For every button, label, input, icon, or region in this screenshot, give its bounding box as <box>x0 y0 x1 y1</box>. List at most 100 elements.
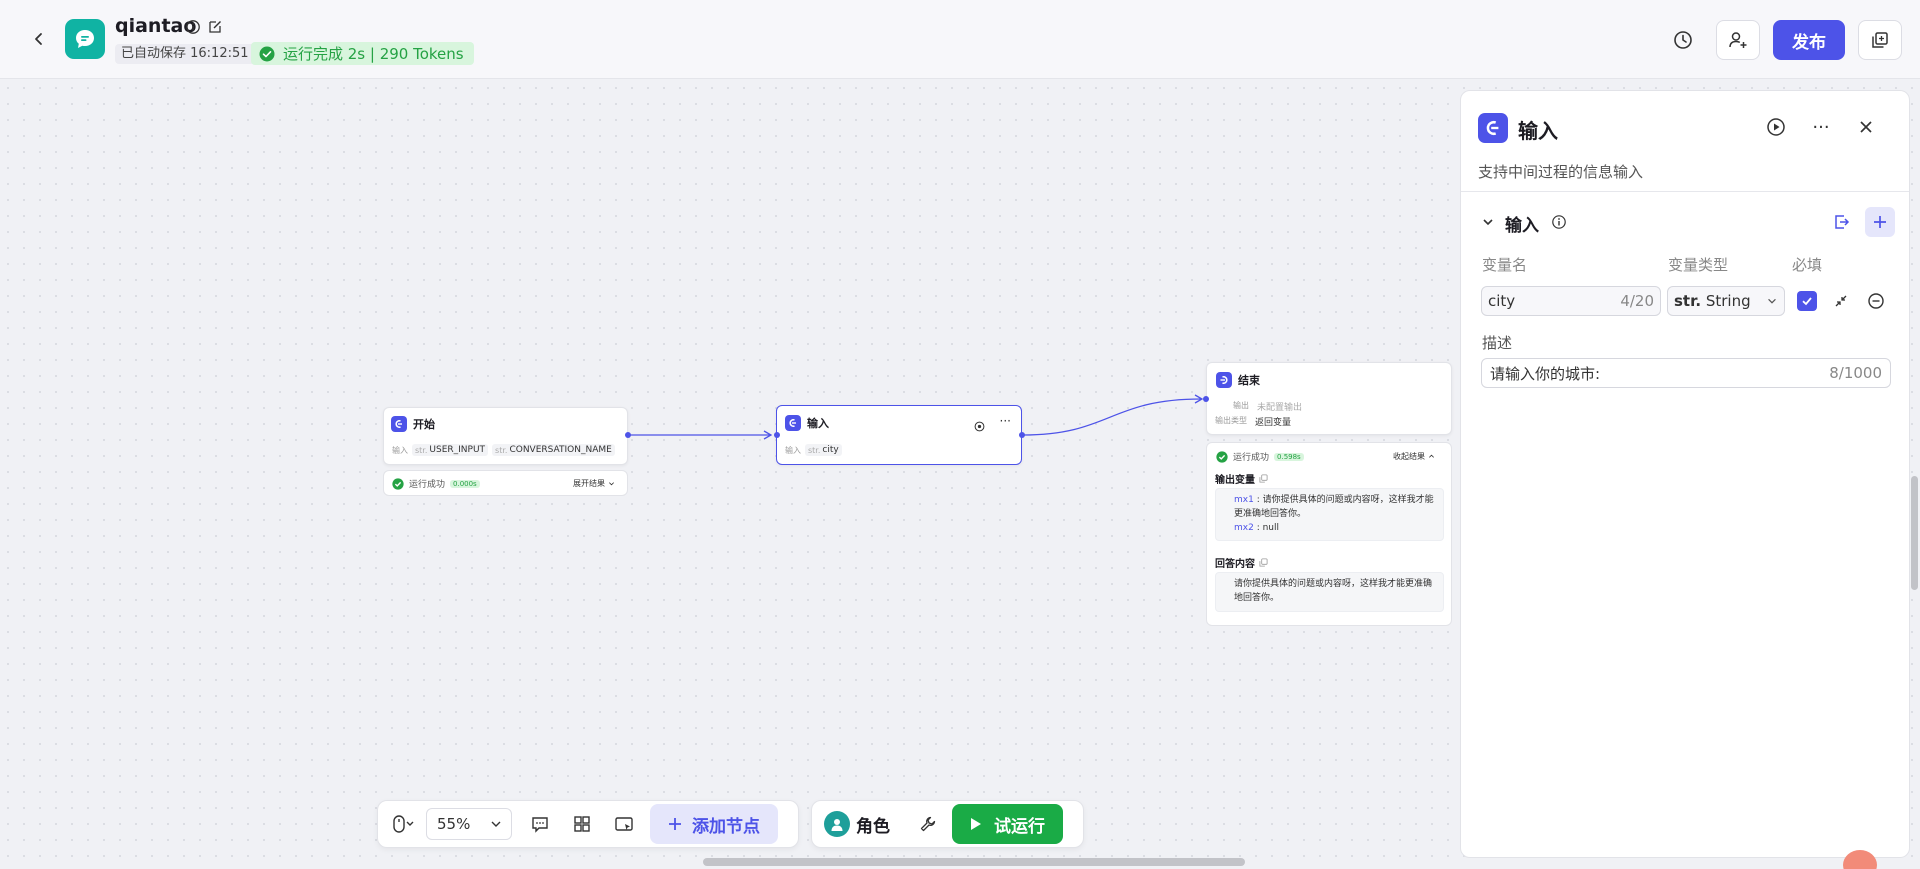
grid-icon <box>574 816 590 832</box>
start-result-card: 运行成功 0.000s 展开结果 <box>383 470 628 496</box>
var-type-select[interactable]: str. String <box>1667 286 1785 316</box>
minus-circle-icon <box>1868 293 1884 309</box>
app-name: qiantao <box>115 15 197 37</box>
run-node-button[interactable] <box>974 417 985 436</box>
vertical-scrollbar[interactable] <box>1911 476 1918 590</box>
history-button[interactable] <box>1661 20 1705 60</box>
col-required: 必填 <box>1792 256 1823 274</box>
input-node-title: 输入 <box>807 417 829 430</box>
output-vars-box: mx1 : 请你提供具体的问题或内容呀，这样我才能更准确地回答你。 mx2 : … <box>1215 488 1444 541</box>
col-var-name: 变量名 <box>1482 256 1528 274</box>
end-node-title: 结束 <box>1238 374 1260 387</box>
assistant-mascot[interactable] <box>1843 850 1877 869</box>
minimap-icon <box>615 817 633 831</box>
start-icon <box>391 416 407 432</box>
run-toolbar: 角色 试运行 <box>811 800 1084 848</box>
check-circle-icon <box>259 46 275 61</box>
input-in-handle[interactable] <box>774 432 780 438</box>
play-icon <box>971 818 981 830</box>
chevron-down-icon <box>1768 298 1776 304</box>
more-icon[interactable]: ··· <box>1812 116 1830 138</box>
expand-result-button[interactable]: 展开结果 <box>573 478 615 489</box>
chat-bubble-icon <box>76 30 94 48</box>
minimap-button[interactable] <box>606 806 642 842</box>
edit-icon[interactable] <box>207 19 223 35</box>
input-node-icon <box>1478 113 1508 143</box>
info-icon[interactable] <box>185 19 201 35</box>
more-icon[interactable]: ··· <box>999 414 1011 428</box>
top-bar: qiantao 已自动保存 16:12:51 运行完成 2s | 290 Tok… <box>0 0 1920 79</box>
app-logo <box>65 19 105 59</box>
desc-input[interactable]: 请输入你的城市: 8/1000 <box>1481 358 1891 388</box>
collapse-result-button[interactable]: 收起结果 <box>1393 451 1435 462</box>
run-node-button[interactable] <box>1761 112 1791 142</box>
divider <box>1461 191 1909 192</box>
wrench-icon <box>920 816 936 832</box>
test-run-button[interactable]: 试运行 <box>952 804 1063 844</box>
import-button[interactable] <box>1827 207 1857 237</box>
chevron-down-icon <box>1483 219 1493 226</box>
close-button[interactable] <box>1851 112 1881 142</box>
copy-icon <box>1872 32 1888 48</box>
param-tag: str.USER_INPUT <box>412 444 489 456</box>
param-tag: str.city <box>805 444 842 456</box>
target-icon <box>974 421 985 432</box>
role-button[interactable]: 角色 <box>814 811 900 837</box>
horizontal-scrollbar[interactable] <box>703 858 1245 866</box>
start-node-title: 开始 <box>413 418 435 431</box>
required-checkbox[interactable] <box>1797 291 1817 311</box>
autosave-status: 已自动保存 16:12:51 <box>115 44 255 64</box>
start-out-handle[interactable] <box>625 432 631 438</box>
back-button[interactable] <box>28 28 50 50</box>
var-name-input[interactable]: city 4/20 <box>1481 286 1661 316</box>
import-icon <box>1835 215 1850 229</box>
input-node-icon <box>785 415 801 431</box>
mouse-icon <box>393 815 414 833</box>
panel-description: 支持中间过程的信息输入 <box>1478 163 1644 181</box>
edge-input-end <box>1022 398 1202 436</box>
comment-icon <box>532 817 548 833</box>
remove-var-button[interactable] <box>1861 286 1891 316</box>
chevron-down-icon <box>491 821 501 827</box>
copy-icon[interactable] <box>1259 474 1268 483</box>
pointer-mode-button[interactable] <box>382 806 426 842</box>
add-variable-button[interactable] <box>1865 207 1895 237</box>
input-node[interactable]: 输入 ··· 输入 str.city <box>776 405 1022 465</box>
duplicate-button[interactable] <box>1858 20 1902 60</box>
chevron-up-icon <box>1429 454 1434 458</box>
check-circle-icon <box>1216 450 1228 463</box>
comment-button[interactable] <box>522 806 558 842</box>
param-tag: str.CONVERSATION_NAME <box>492 444 615 456</box>
check-circle-icon <box>392 477 404 490</box>
panel-title: 输入 <box>1518 119 1558 143</box>
user-icon <box>831 819 843 831</box>
collapse-icon <box>1835 295 1847 307</box>
copy-icon[interactable] <box>1259 558 1268 567</box>
chevron-down-icon <box>609 482 614 486</box>
tools-button[interactable] <box>910 806 946 842</box>
input-out-handle[interactable] <box>1019 432 1025 438</box>
end-result-card: 运行成功 0.598s 收起结果 输出变量 mx1 : 请你提供具体的问题或内容… <box>1206 442 1452 626</box>
avatar <box>824 811 850 837</box>
run-status-text: 运行完成 2s | 290 Tokens <box>283 45 464 63</box>
collapse-var-button[interactable] <box>1826 286 1856 316</box>
collaborate-button[interactable] <box>1716 20 1760 60</box>
plus-icon <box>669 818 681 830</box>
answer-box: 请你提供具体的问题或内容呀，这样我才能更准确地回答你。 <box>1215 572 1444 612</box>
info-icon[interactable] <box>1544 207 1574 237</box>
zoom-select[interactable]: 55% <box>426 808 512 840</box>
collapse-section-button[interactable] <box>1473 207 1503 237</box>
arrow-head-icon <box>1194 394 1204 404</box>
publish-button[interactable]: 发布 <box>1773 20 1845 60</box>
layout-button[interactable] <box>564 806 600 842</box>
close-icon <box>1860 121 1872 133</box>
start-input-label: 输入 <box>392 445 408 455</box>
end-node[interactable]: 结束 输出 未配置输出 输出类型 返回变量 <box>1206 362 1452 435</box>
end-in-handle[interactable] <box>1203 396 1209 402</box>
user-add-icon <box>1729 32 1747 48</box>
run-status-badge: 运行完成 2s | 290 Tokens <box>251 42 474 65</box>
start-node[interactable]: 开始 输入 str.USER_INPUT str.CONVERSATION_NA… <box>383 407 628 465</box>
add-node-button[interactable]: 添加节点 <box>650 804 778 844</box>
node-settings-panel: 输入 ··· 支持中间过程的信息输入 输入 变量名 变量类型 必填 <box>1460 90 1910 858</box>
